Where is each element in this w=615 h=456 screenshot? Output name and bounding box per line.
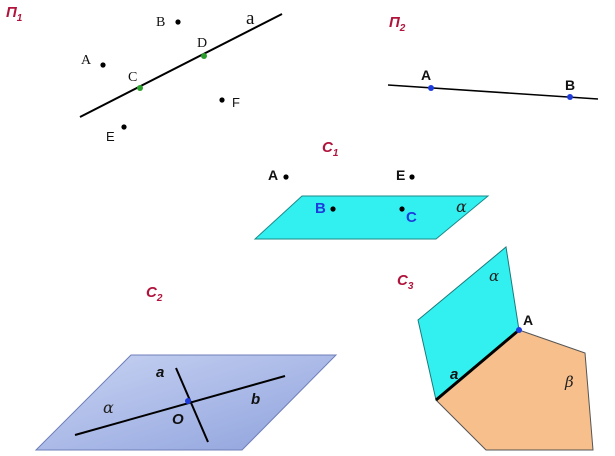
point-f [219,97,225,103]
plane-alpha [253,195,490,240]
line-a-label: a [246,8,255,29]
panel-c2-title: C2 [146,284,163,304]
line-ab [387,84,599,100]
panel-c2: C2 α a b O [34,284,338,451]
point-a [283,174,289,180]
point-o [185,398,191,404]
panel-p1: П1 a B D A C F E [6,4,283,144]
panel-p2: П2 A B [387,14,599,100]
point-a-label: A [523,312,533,328]
plane-alpha-label: α [103,398,114,417]
point-o-label: O [172,411,184,428]
point-a-label: A [268,167,278,183]
line-a-label: a [156,364,164,381]
point-d [201,53,207,59]
point-f-label: F [232,95,240,110]
point-c-label: C [128,70,137,85]
point-e [121,124,127,130]
point-b [330,206,336,212]
point-b-label: B [156,15,165,30]
point-b-label: B [315,200,326,217]
plane-beta-label: β [564,373,574,391]
panel-p1-title: П1 [6,4,23,24]
point-b-label: B [565,77,575,93]
line-b-label: b [251,391,260,408]
point-c [137,85,143,91]
line-a [79,13,283,118]
plane-alpha-label: α [456,197,467,216]
line-b [74,375,286,436]
point-c-label: C [406,209,417,226]
point-a-label: A [81,53,92,68]
point-e-label: E [396,167,405,183]
line-a [175,367,209,443]
plane-alpha-label: α [489,267,499,285]
point-a [100,62,106,68]
point-d-label: D [197,36,207,51]
point-c [399,206,405,212]
panel-c1: C1 α A E B C [253,139,490,240]
panel-c3: C3 α β A a [397,246,594,451]
point-b [175,19,181,25]
point-e-label: E [106,129,115,144]
panel-c3-title: C3 [397,272,414,292]
panel-p2-title: П2 [389,14,406,34]
line-a [435,328,520,402]
point-b [567,94,573,100]
point-e [409,174,415,180]
panel-c1-title: C1 [322,139,339,159]
point-a-label: A [421,67,431,83]
line-a-label: a [450,366,458,383]
point-a [428,85,434,91]
point-a [516,327,522,333]
